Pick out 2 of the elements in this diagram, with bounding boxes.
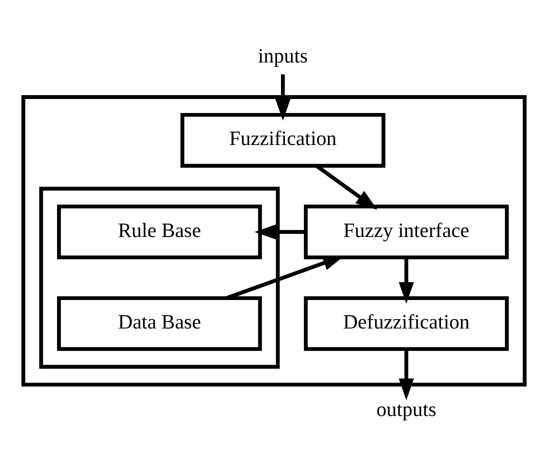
node-text: outputs [376,398,436,421]
node-text: inputs [258,44,308,67]
